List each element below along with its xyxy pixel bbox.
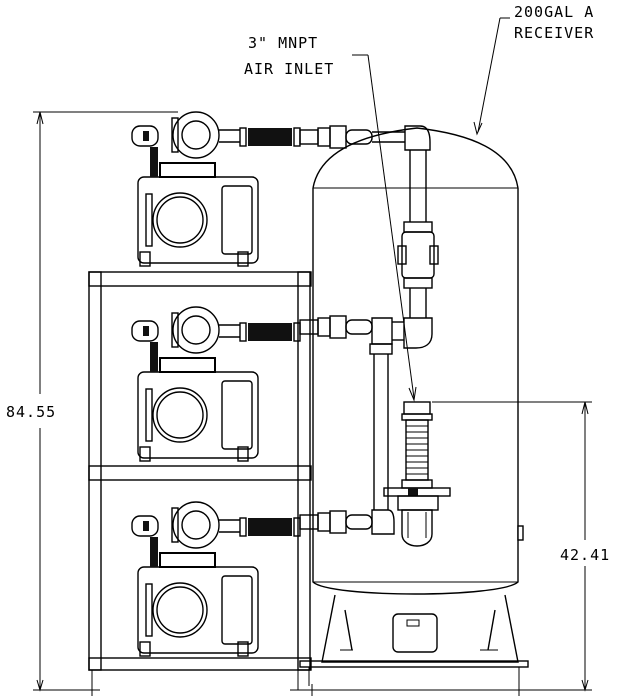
inlet-label-line1: 3" MNPT (248, 34, 318, 52)
inlet-height-dimension: 42.41 (560, 546, 610, 564)
leader-inlet (352, 54, 417, 402)
dimension-overall-height (33, 111, 178, 696)
inlet-label-line2: AIR INLET (244, 60, 334, 78)
leader-receiver (473, 17, 510, 136)
piping (299, 125, 439, 535)
inlet-filter-assembly (383, 401, 451, 547)
vacuum-pump-bottom (131, 501, 301, 657)
vacuum-pump-top (131, 111, 301, 267)
pump-frame (88, 271, 312, 690)
receiver-label-line1: 200GAL A (514, 3, 594, 21)
dimension-inlet-height (290, 401, 592, 696)
air-receiver-tank (299, 127, 529, 686)
overall-height-dimension: 84.55 (6, 403, 56, 421)
vacuum-pump-middle (131, 306, 301, 462)
receiver-label-line2: RECEIVER (514, 24, 594, 42)
